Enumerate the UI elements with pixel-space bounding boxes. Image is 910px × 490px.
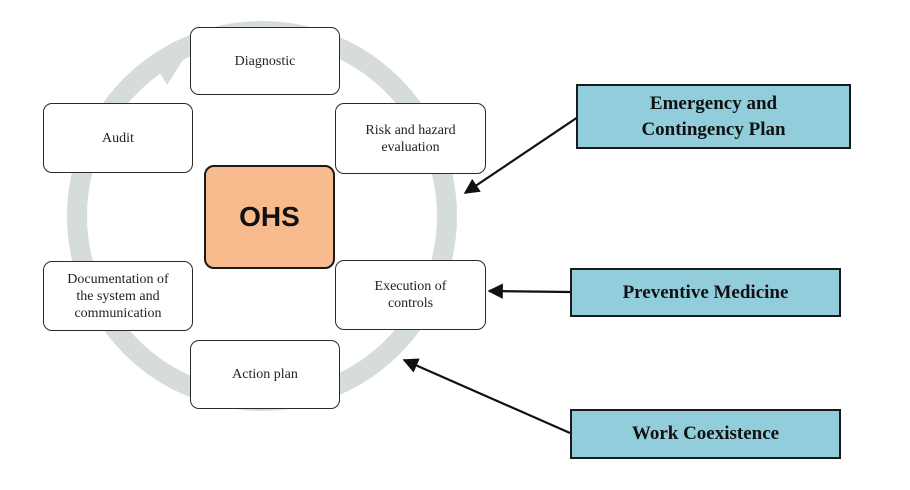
- arrow-coexistence: [402, 358, 571, 435]
- arrow-emergency: [463, 116, 579, 194]
- step-audit: Audit: [43, 103, 193, 173]
- center-ohs: OHS: [204, 165, 335, 269]
- program-work-coexistence: Work Coexistence: [570, 409, 841, 459]
- step-documentation: Documentation of the system and communic…: [43, 261, 193, 331]
- step-diagnostic: Diagnostic: [190, 27, 340, 95]
- step-risk-evaluation: Risk and hazard evaluation: [335, 103, 486, 174]
- program-preventive-medicine: Preventive Medicine: [570, 268, 841, 317]
- step-action-plan: Action plan: [190, 340, 340, 409]
- arrow-preventive: [487, 283, 571, 299]
- step-execution-of-controls: Execution of controls: [335, 260, 486, 330]
- cycle-arrowhead: [150, 52, 188, 85]
- program-emergency: Emergency and Contingency Plan: [576, 84, 851, 149]
